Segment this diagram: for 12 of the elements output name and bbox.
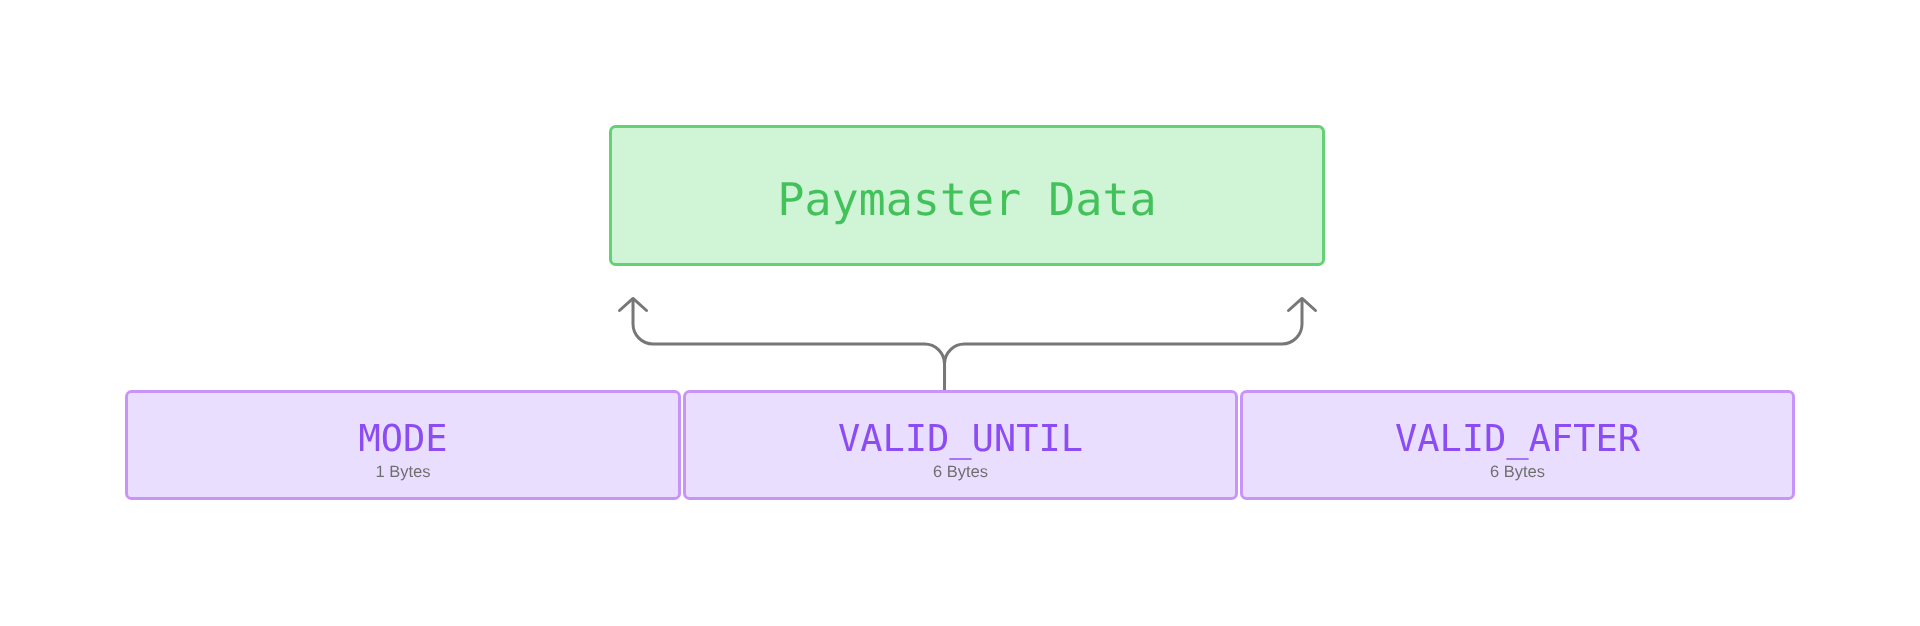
box-title: Paymaster Data <box>781 182 1153 225</box>
field-box <box>125 390 681 500</box>
byte-size: 6 Bytes <box>933 465 988 481</box>
arrow <box>943 297 1317 390</box>
byte-size: 1 Bytes <box>376 465 430 481</box>
field-name: MODE <box>360 423 446 452</box>
field-name: VALID_UNTIL <box>839 424 1082 460</box>
field-name: VALID_AFTER <box>1396 424 1640 460</box>
field-box <box>1240 390 1795 500</box>
field-box <box>683 390 1238 500</box>
byte-size: 6 Bytes <box>1490 465 1545 481</box>
data-box <box>609 125 1325 266</box>
